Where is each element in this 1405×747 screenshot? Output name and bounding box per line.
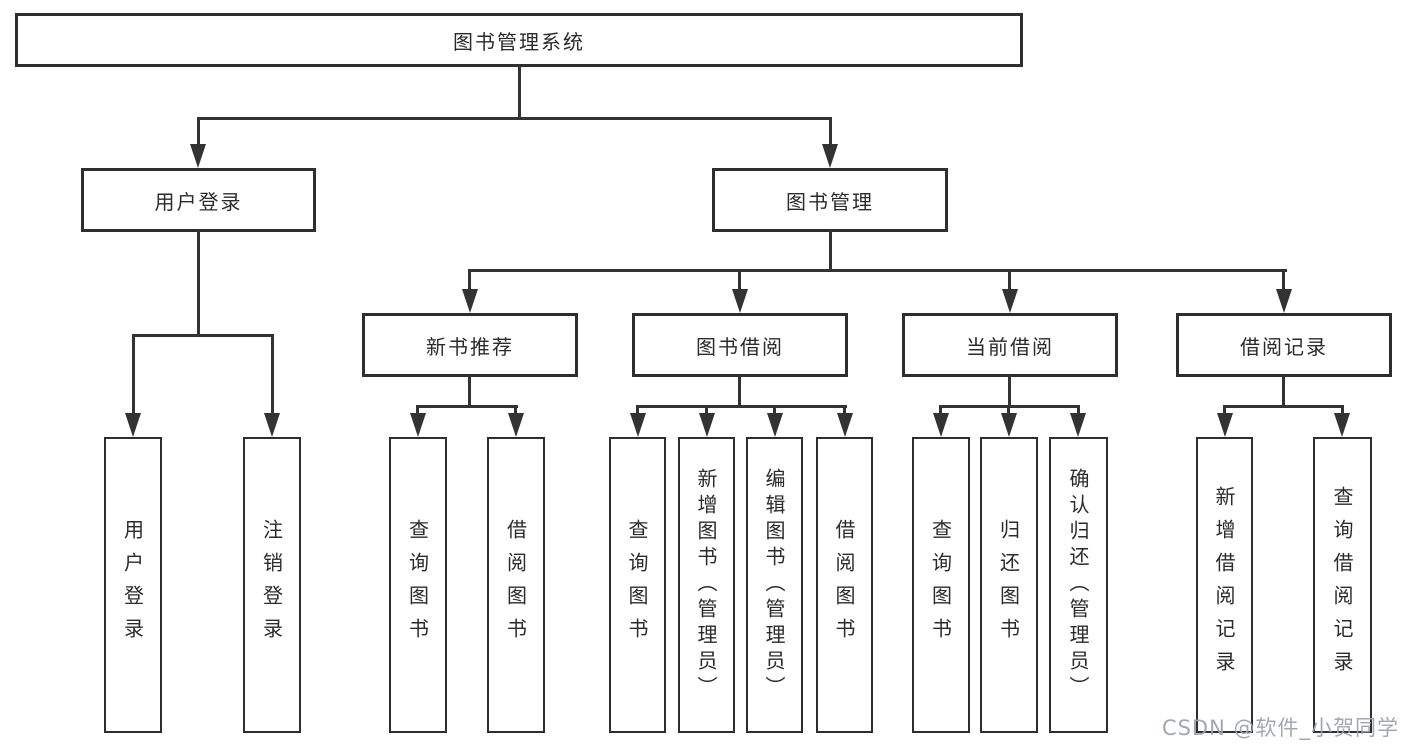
leaf-borrow-books-borrowing: 借阅图书 xyxy=(816,437,873,733)
node-borrowing-records: 借阅记录 xyxy=(1176,313,1392,377)
connector-line xyxy=(1008,269,1011,291)
arrowhead-down-icon xyxy=(462,289,478,313)
leaf-query-books-borrowing: 查询图书 xyxy=(609,437,666,733)
connector-line xyxy=(738,269,741,291)
arrowhead-down-icon xyxy=(1276,289,1292,313)
arrowhead-down-icon xyxy=(933,413,949,437)
leaf-query-books-recommend: 查询图书 xyxy=(389,437,447,733)
arrowhead-down-icon xyxy=(732,289,748,313)
connector-line xyxy=(773,405,776,415)
connector-line xyxy=(514,405,517,415)
connector-line xyxy=(1008,375,1011,408)
connector-line xyxy=(271,334,274,414)
arrowhead-down-icon xyxy=(125,413,141,437)
connector-line xyxy=(416,405,419,415)
connector-line xyxy=(636,405,847,408)
connector-line xyxy=(829,117,832,145)
node-library-system: 图书管理系统 xyxy=(15,13,1023,67)
connector-line xyxy=(416,405,518,408)
connector-line xyxy=(843,405,846,415)
connector-line xyxy=(518,65,521,120)
arrowhead-down-icon xyxy=(630,413,646,437)
arrowhead-down-icon xyxy=(1070,413,1086,437)
arrowhead-down-icon xyxy=(264,413,280,437)
arrowhead-down-icon xyxy=(767,413,783,437)
leaf-query-borrow-record: 查询借阅记录 xyxy=(1313,437,1372,733)
connector-line xyxy=(1007,405,1010,415)
connector-line xyxy=(738,375,741,408)
connector-line xyxy=(1223,405,1344,408)
leaf-return-book: 归还图书 xyxy=(980,437,1038,733)
connector-line xyxy=(1282,375,1285,408)
leaf-user-login: 用户登录 xyxy=(104,437,162,733)
arrowhead-down-icon xyxy=(508,413,524,437)
leaf-borrow-books-recommend: 借阅图书 xyxy=(487,437,545,733)
connector-line xyxy=(197,230,200,337)
leaf-add-borrow-record: 新增借阅记录 xyxy=(1196,437,1253,733)
leaf-logout: 注销登录 xyxy=(243,437,301,733)
connector-line xyxy=(1223,405,1226,415)
connector-line xyxy=(636,405,639,415)
leaf-confirm-return-admin: 确认归还（管理员） xyxy=(1049,437,1108,733)
node-new-book-recommendation: 新书推荐 xyxy=(362,313,578,377)
node-book-management: 图书管理 xyxy=(712,168,948,232)
connector-line xyxy=(705,405,708,415)
connector-line xyxy=(468,375,471,408)
arrowhead-down-icon xyxy=(822,144,838,168)
leaf-query-books-current: 查询图书 xyxy=(912,437,970,733)
arrowhead-down-icon xyxy=(410,413,426,437)
connector-line xyxy=(1282,269,1285,291)
leaf-edit-book-admin: 编辑图书（管理员） xyxy=(746,437,803,733)
arrowhead-down-icon xyxy=(190,144,206,168)
leaf-add-book-admin: 新增图书（管理员） xyxy=(678,437,735,733)
connector-line xyxy=(132,334,135,414)
csdn-watermark: CSDN @软件_小贺同学 xyxy=(1161,716,1399,740)
arrowhead-down-icon xyxy=(699,413,715,437)
arrowhead-down-icon xyxy=(1334,413,1350,437)
node-user-login: 用户登录 xyxy=(81,168,316,232)
arrowhead-down-icon xyxy=(1002,289,1018,313)
connector-line xyxy=(1341,405,1344,415)
arrowhead-down-icon xyxy=(837,413,853,437)
connector-line xyxy=(829,230,832,272)
connector-line xyxy=(197,117,200,145)
connector-line xyxy=(197,117,832,120)
node-book-borrowing: 图书借阅 xyxy=(632,313,848,377)
arrowhead-down-icon xyxy=(1001,413,1017,437)
node-current-borrowing: 当前借阅 xyxy=(902,313,1118,377)
connector-line xyxy=(468,269,471,291)
connector-line xyxy=(1077,405,1080,415)
connector-line xyxy=(132,334,274,337)
connector-line xyxy=(939,405,942,415)
connector-line xyxy=(469,269,1287,272)
arrowhead-down-icon xyxy=(1217,413,1233,437)
